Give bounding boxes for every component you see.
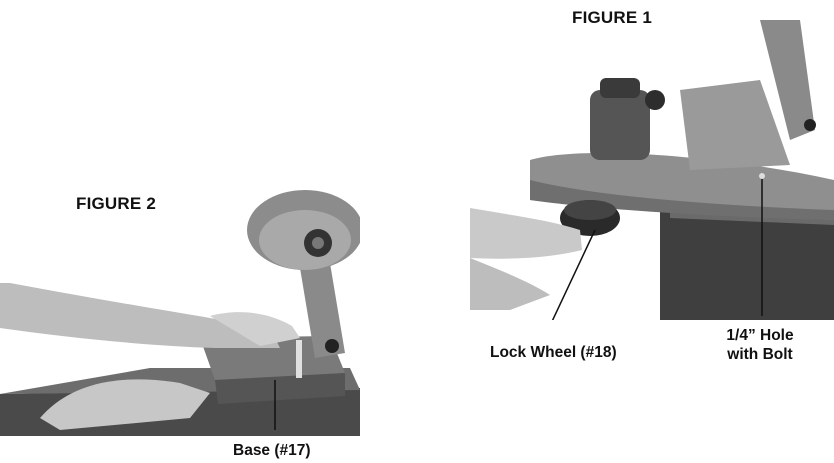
figure-1-title: FIGURE 1 xyxy=(572,8,653,27)
hole-bolt-callout-line2: with Bolt xyxy=(727,346,793,363)
figure-1-photo xyxy=(470,20,834,320)
hole-bolt-callout-line1: 1/4” Hole xyxy=(726,327,794,344)
base-callout: Base (#17) xyxy=(233,442,311,459)
lock-wheel-callout: Lock Wheel (#18) xyxy=(490,344,617,361)
hole-bolt-callout: 1/4” Hole with Bolt xyxy=(712,326,808,364)
figure-2-photo xyxy=(0,168,360,436)
figure-2-title: FIGURE 2 xyxy=(76,194,157,213)
